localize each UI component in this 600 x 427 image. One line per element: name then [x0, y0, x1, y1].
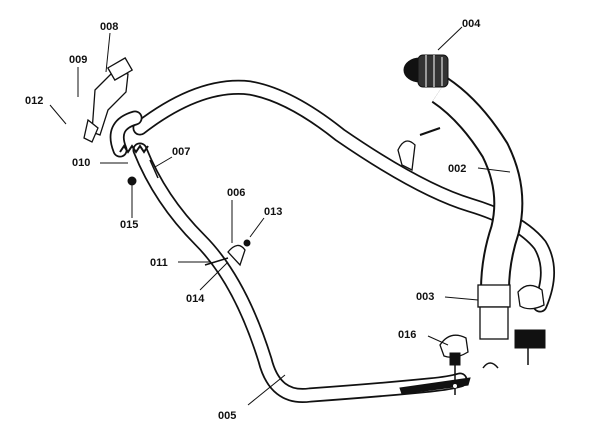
mid-clamp [204, 239, 251, 267]
leader-013 [249, 217, 265, 238]
callout-016: 016 [398, 329, 416, 341]
callout-002: 002 [448, 163, 466, 175]
spring [119, 144, 159, 179]
leader-005 [247, 374, 286, 406]
collar [477, 284, 511, 340]
callout-014: 014 [186, 293, 205, 305]
callout-015: 015 [120, 219, 138, 231]
leader-004 [437, 26, 463, 51]
callout-008: 008 [100, 21, 118, 33]
leader-007 [154, 156, 173, 168]
callout-007: 007 [172, 146, 190, 158]
nut-015 [127, 176, 137, 186]
leader-003 [444, 296, 479, 301]
leader-016 [427, 335, 449, 346]
switch-bracket [83, 57, 134, 143]
callout-003: 003 [416, 291, 434, 303]
leader-014 [199, 261, 229, 291]
upper-clamp [397, 127, 441, 171]
callout-006: 006 [227, 187, 245, 199]
callout-005: 005 [218, 410, 236, 422]
hose-corrugated-end [403, 54, 449, 88]
callout-004: 004 [462, 18, 481, 30]
callout-009: 009 [69, 54, 87, 66]
leader-008 [105, 32, 111, 73]
callout-012: 012 [25, 95, 43, 107]
callout-010: 010 [72, 157, 90, 169]
bottom-plate [399, 377, 471, 395]
rear-handle-tube [132, 79, 555, 313]
retaining-clip [482, 362, 499, 369]
leader-012 [49, 104, 67, 125]
vertical-hose [431, 77, 524, 291]
right-knob [514, 284, 546, 365]
callout-011: 011 [150, 257, 168, 269]
leader-002 [477, 167, 511, 173]
callout-013: 013 [264, 206, 282, 218]
